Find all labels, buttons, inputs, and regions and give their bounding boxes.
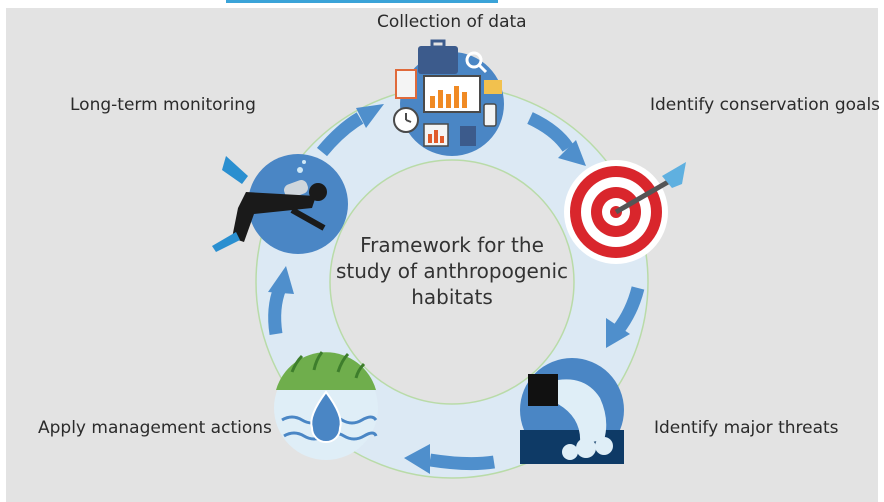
water-drop-plants-icon bbox=[274, 351, 378, 460]
top-accent-bar bbox=[226, 0, 498, 3]
step-label-major-threats: Identify major threats bbox=[654, 418, 839, 438]
cycle-arrow-5 bbox=[316, 112, 364, 157]
step-label-management-actions: Apply management actions bbox=[38, 418, 272, 438]
step-label-conservation-goals: Identify conservation goals bbox=[650, 95, 881, 115]
cycle-arrow-1 bbox=[527, 112, 574, 152]
center-title: Framework for the study of anthropogenic… bbox=[335, 233, 569, 309]
step-label-collection: Collection of data bbox=[377, 12, 527, 32]
step-label-monitoring: Long-term monitoring bbox=[70, 95, 256, 115]
cycle-arrow-3 bbox=[428, 453, 495, 471]
pollution-pipe-icon bbox=[520, 358, 624, 464]
cycle-arrow-2 bbox=[612, 286, 645, 334]
target-icon bbox=[564, 160, 686, 264]
data-collection-icon bbox=[393, 39, 504, 156]
scuba-diver-icon bbox=[212, 154, 348, 254]
cycle-arrow-4 bbox=[268, 285, 287, 335]
